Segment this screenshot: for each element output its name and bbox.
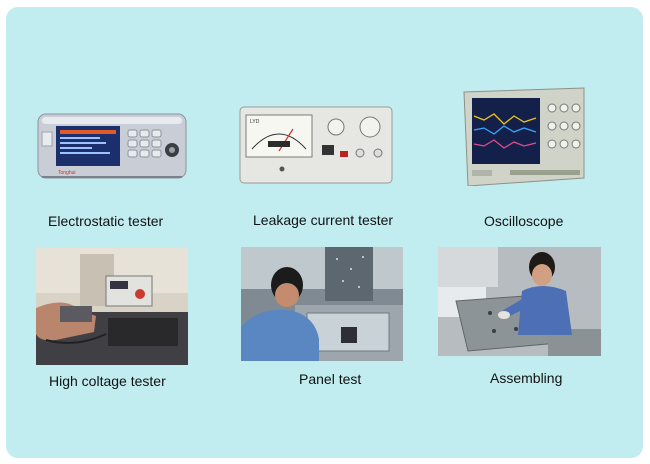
electrostatic-brand-label: Tonghui: [58, 170, 76, 176]
panel-test-photo: [241, 247, 403, 361]
high-voltage-tester-photo: [36, 248, 188, 365]
oscilloscope-photo: [460, 86, 588, 186]
caption-high-voltage-tester: High coltage tester: [49, 373, 166, 389]
assembling-photo: [438, 247, 601, 356]
background-panel: [6, 7, 643, 458]
electrostatic-tester-photo: Tonghui: [36, 102, 188, 182]
caption-electrostatic-tester: Electrostatic tester: [48, 213, 164, 229]
caption-assembling: Assembling: [490, 370, 563, 386]
caption-leakage-current-tester: Leakage current tester: [253, 212, 394, 228]
leakage-current-tester-photo: LYD: [238, 105, 394, 185]
caption-oscilloscope: Oscilloscope: [484, 213, 564, 229]
caption-panel-test: Panel test: [299, 371, 362, 387]
leakage-brand-label: LYD: [250, 119, 260, 125]
